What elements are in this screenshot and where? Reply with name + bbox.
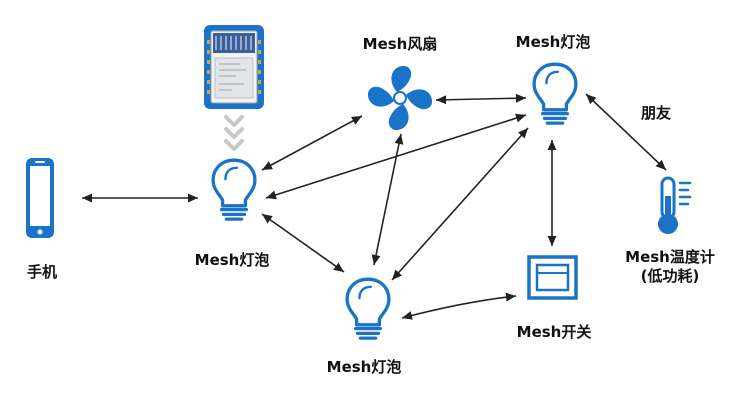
phone-label: 手机 <box>27 263 57 281</box>
thermometer-label: Mesh温度计 <box>625 248 715 266</box>
smartphone-icon <box>26 158 54 238</box>
link-bulb-top-bulb-bottom <box>391 127 529 281</box>
link-fan-bulb-bottom <box>371 133 404 266</box>
link-fan-bulb-top <box>435 93 527 105</box>
bulb-top-label: Mesh灯泡 <box>516 33 591 51</box>
bulb-left-label: Mesh灯泡 <box>195 251 270 269</box>
friend-label: 朋友 <box>641 104 671 122</box>
bluetooth-module-icon <box>204 25 264 109</box>
connections <box>82 93 667 320</box>
thermometer-icon <box>658 176 692 234</box>
link-bulb-bottom-switch <box>401 292 517 320</box>
link-bulb-left-bulb-bottom <box>261 213 345 273</box>
light-bulb-icon[interactable] <box>532 62 578 125</box>
switch-label: Mesh开关 <box>517 323 592 341</box>
fan-icon[interactable] <box>367 65 433 131</box>
fan-label: Mesh风扇 <box>363 35 438 53</box>
light-bulb-icon[interactable] <box>345 277 391 340</box>
thermometer-sublabel: (低功耗) <box>641 267 700 285</box>
chevron-down-icon <box>224 115 244 151</box>
wall-switch-icon[interactable] <box>527 255 578 300</box>
link-bulb-top-thermometer <box>585 93 667 171</box>
link-bulb-left-fan <box>261 115 363 171</box>
light-bulb-icon[interactable] <box>211 158 257 221</box>
bulb-bottom-label: Mesh灯泡 <box>327 358 402 376</box>
